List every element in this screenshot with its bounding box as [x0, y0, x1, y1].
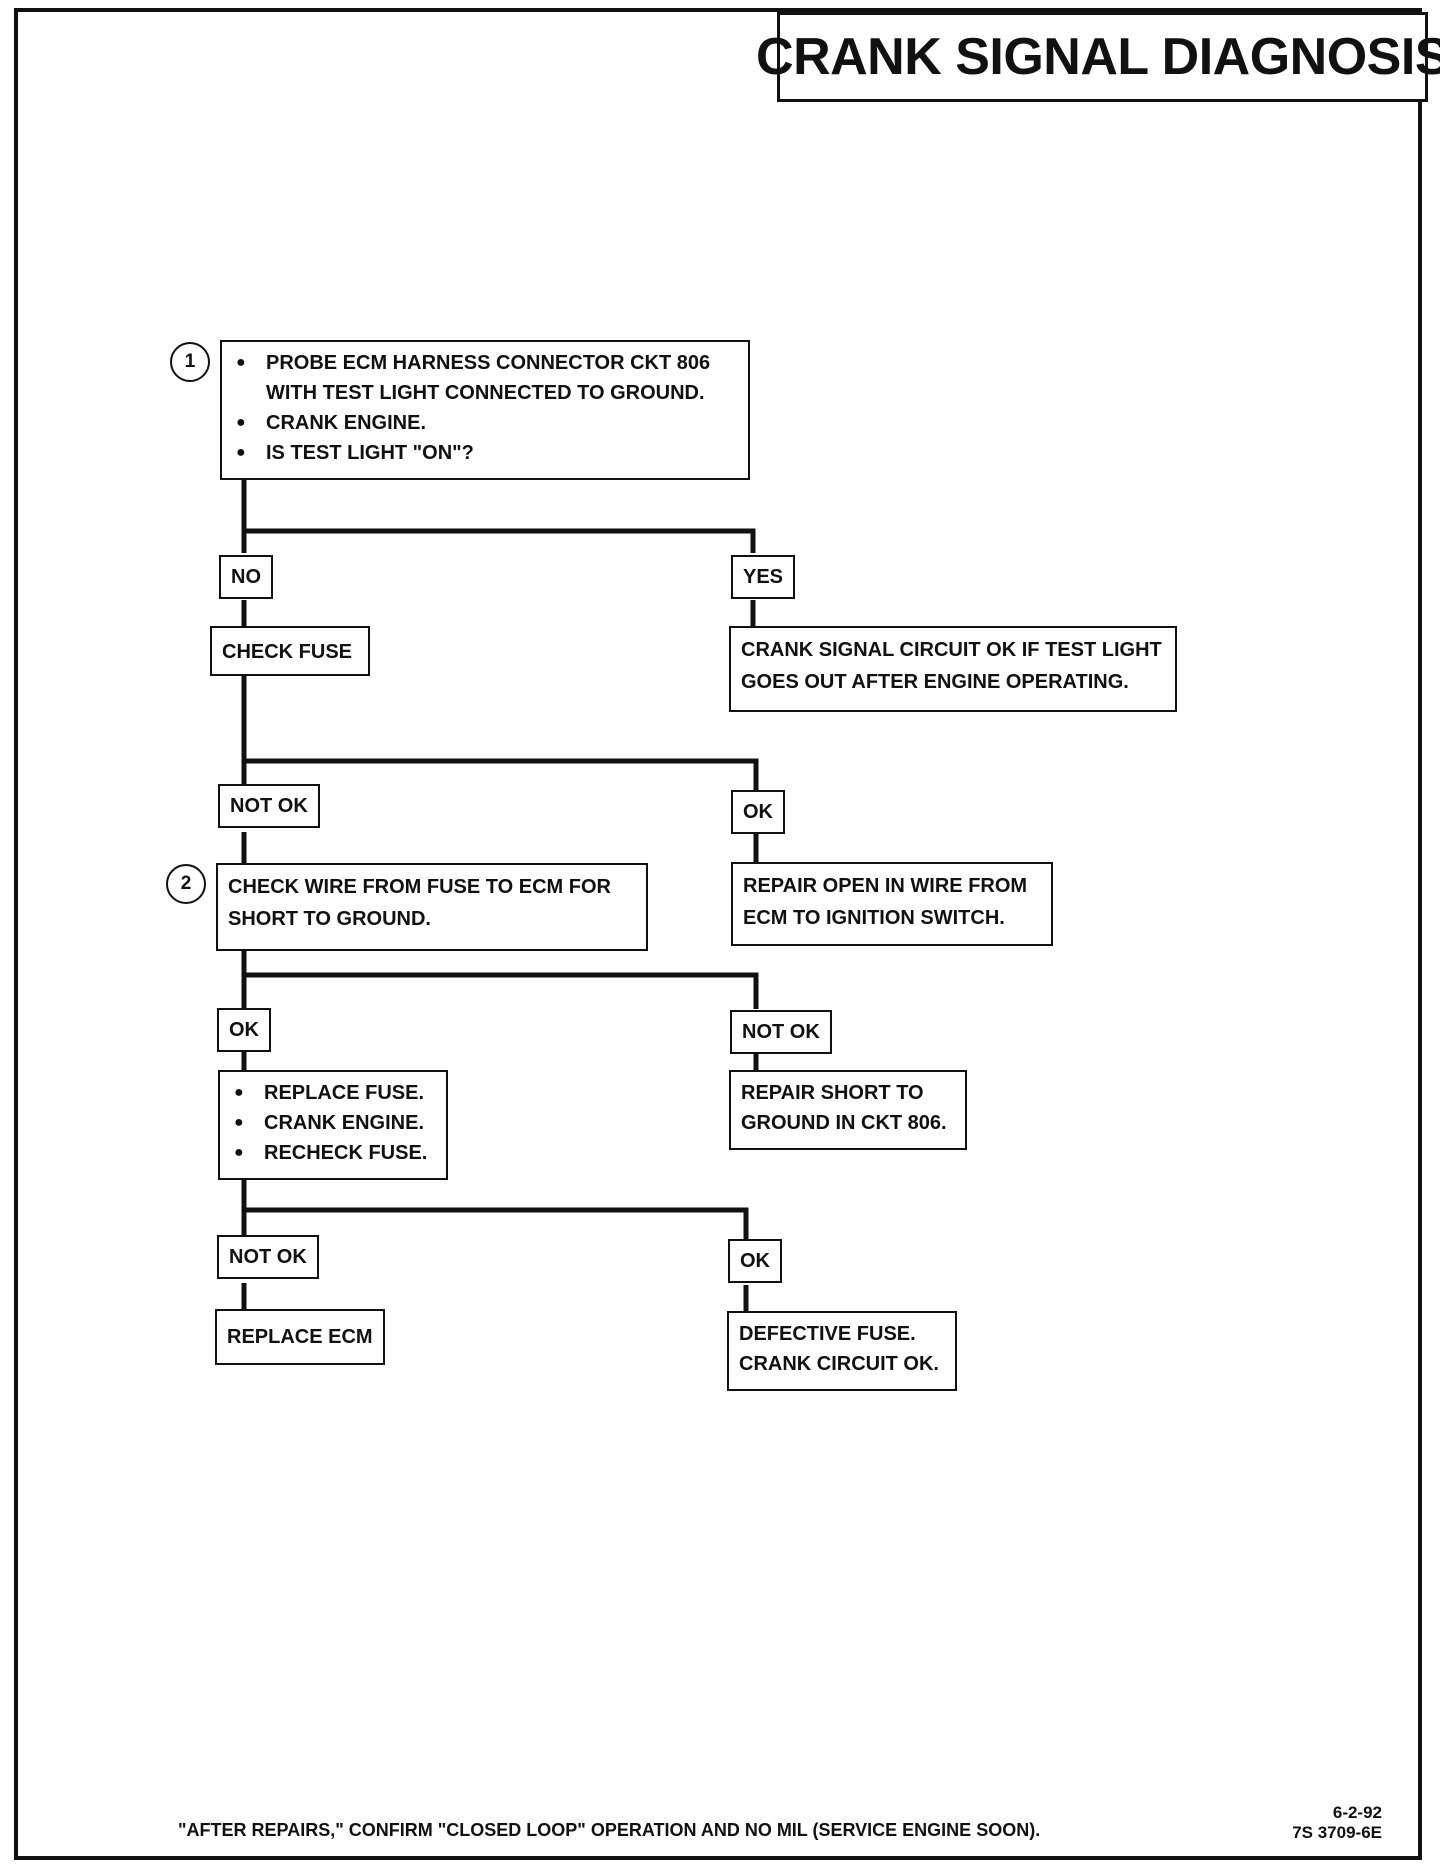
label-yes: YES: [731, 555, 796, 599]
repair-open-line-1: REPAIR OPEN IN WIRE FROM: [743, 875, 1028, 897]
check-fuse-box: CHECK FUSE: [210, 626, 370, 676]
defective-fuse-line-2: CRANK CIRCUIT OK.: [739, 1353, 939, 1375]
check-wire-line-1: CHECK WIRE FROM FUSE TO ECM FOR: [228, 876, 611, 898]
check-wire-line-2: SHORT TO GROUND.: [228, 908, 431, 930]
probe-step-probe: PROBE ECM HARNESS CONNECTOR CKT 806 WITH…: [232, 348, 738, 408]
footer-note: "AFTER REPAIRS," CONFIRM "CLOSED LOOP" O…: [178, 1820, 1041, 1840]
replace-fuse-step-2: CRANK ENGINE.: [230, 1108, 436, 1138]
step-2-marker: 2: [166, 864, 206, 904]
probe-step-crank: CRANK ENGINE.: [232, 408, 738, 438]
repair-open-line-2: ECM TO IGNITION SWITCH.: [743, 907, 1005, 929]
page-title: CRANK SIGNAL DIAGNOSIS: [756, 28, 1440, 86]
connector-replacefuse-ok: [244, 1207, 749, 1239]
repair-open-box: REPAIR OPEN IN WIRE FROM ECM TO IGNITION…: [731, 862, 1053, 946]
label-ok-2: OK: [217, 1008, 271, 1052]
repair-short-box: REPAIR SHORT TO GROUND IN CKT 806.: [729, 1070, 967, 1150]
probe-line-1: PROBE ECM HARNESS CONNECTOR CKT 806: [266, 352, 711, 374]
check-wire-box: CHECK WIRE FROM FUSE TO ECM FOR SHORT TO…: [216, 863, 648, 951]
step-1-marker: 1: [170, 342, 210, 382]
document-date: 6-2-92: [1332, 1803, 1382, 1822]
connector-checkwire-notok: [244, 972, 759, 1009]
label-no: NO: [219, 555, 273, 599]
probe-ecm-box: PROBE ECM HARNESS CONNECTOR CKT 806 WITH…: [220, 340, 750, 480]
replace-fuse-step-1: REPLACE FUSE.: [230, 1078, 436, 1108]
connector-checkfuse-ok: [244, 758, 759, 790]
step-2-number: 2: [180, 873, 192, 894]
probe-step-question: IS TEST LIGHT "ON"?: [232, 438, 738, 468]
repair-short-line-1: REPAIR SHORT TO: [741, 1082, 924, 1104]
page-frame: [14, 8, 1422, 1860]
repair-short-line-2: GROUND IN CKT 806.: [741, 1112, 947, 1134]
check-fuse-text: CHECK FUSE: [222, 641, 353, 663]
step-1-number: 1: [184, 351, 196, 372]
crank-ok-line-1: CRANK SIGNAL CIRCUIT OK IF TEST LIGHT: [741, 639, 1162, 661]
defective-fuse-box: DEFECTIVE FUSE. CRANK CIRCUIT OK.: [727, 1311, 957, 1391]
title-box: CRANK SIGNAL DIAGNOSIS: [756, 12, 1440, 102]
replace-ecm-text: REPLACE ECM: [227, 1326, 373, 1348]
label-not-ok-3: NOT OK: [217, 1235, 319, 1279]
crank-signal-ok-box: CRANK SIGNAL CIRCUIT OK IF TEST LIGHT GO…: [729, 626, 1177, 712]
label-ok-3: OK: [728, 1239, 782, 1283]
probe-line-2: WITH TEST LIGHT CONNECTED TO GROUND.: [266, 382, 705, 404]
crank-ok-line-2: GOES OUT AFTER ENGINE OPERATING.: [741, 671, 1129, 693]
label-ok-1: OK: [731, 790, 785, 834]
defective-fuse-line-1: DEFECTIVE FUSE.: [739, 1323, 916, 1345]
label-not-ok-1: NOT OK: [218, 784, 320, 828]
label-not-ok-2: NOT OK: [730, 1010, 832, 1054]
connector-probe-yes: [244, 528, 756, 553]
replace-fuse-box: REPLACE FUSE. CRANK ENGINE. RECHECK FUSE…: [218, 1070, 448, 1180]
replace-fuse-step-3: RECHECK FUSE.: [230, 1138, 436, 1168]
document-number: 7S 3709-6E: [1292, 1823, 1382, 1842]
replace-ecm-box: REPLACE ECM: [215, 1309, 385, 1365]
